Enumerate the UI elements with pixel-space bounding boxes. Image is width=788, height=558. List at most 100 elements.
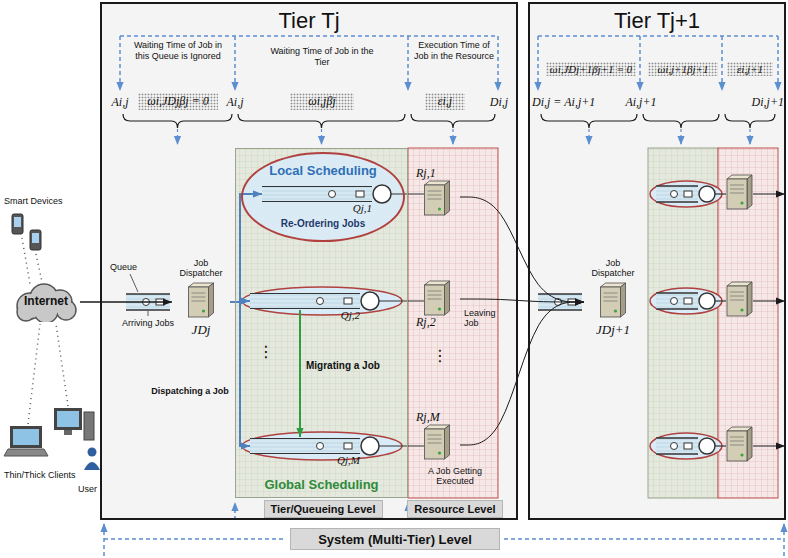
annotation: Migrating a Job [306, 360, 404, 371]
decor-shape [648, 148, 718, 498]
decor-shape [650, 433, 722, 459]
time-symbol: εi,j [425, 93, 465, 110]
decor-shape [671, 191, 678, 198]
job-dispatcher: Job DispatcherJDj [172, 258, 230, 344]
time-symbol: ωi,JDjβj = 0 [138, 93, 218, 110]
decor-shape [148, 311, 149, 316]
decor-shape [192, 301, 206, 302]
decor-shape [361, 437, 379, 455]
time-symbol: Di,j = Ai,j+1 [532, 95, 616, 110]
decor-shape [538, 35, 778, 37]
decor-shape [699, 186, 715, 202]
time-symbol: ωi,j+1βj+1 [648, 62, 718, 76]
server-icon [584, 282, 642, 318]
flow-arrow [299, 310, 301, 437]
node-text: Qj,1 [353, 202, 372, 214]
flow-arrow [460, 197, 584, 302]
flow-arrow [460, 302, 584, 445]
decor-shape [242, 153, 404, 241]
decor-shape [126, 309, 170, 311]
decor-shape [425, 185, 445, 215]
decor-shape [379, 300, 424, 301]
queue: Qj,2 [250, 293, 360, 309]
decor-shape [438, 207, 441, 210]
decor-shape [538, 293, 582, 295]
decor-shape [373, 185, 391, 203]
decor-shape [656, 308, 698, 310]
decor-shape [361, 292, 379, 310]
decor-shape [88, 448, 97, 457]
time-symbol: εi,j+1 [727, 62, 773, 76]
ellipsis: ⋮ [432, 346, 444, 365]
tier-frame: Job DispatcherJDjQj,1Local SchedulingRe-… [100, 2, 518, 520]
node-text: Rj,M [416, 410, 440, 425]
local-scheduling-oval: Qj,1Local SchedulingRe-Ordering Jobs [241, 152, 405, 242]
decor-shape [727, 431, 747, 461]
decor-shape [242, 287, 402, 315]
decor-shape [4, 449, 48, 456]
decor-shape [344, 298, 352, 304]
decor-shape [528, 2, 786, 520]
node-text: Tier Tj [102, 8, 516, 34]
annotation: Arriving Jobs [116, 318, 180, 328]
decor-shape [411, 114, 495, 128]
time-symbol: ωi,jβj [290, 93, 354, 110]
decor-shape [504, 538, 784, 540]
decor-shape [356, 191, 364, 197]
flow-arrow [460, 299, 584, 302]
decor-shape [425, 429, 445, 459]
time-symbol: Ai,j+1 [622, 95, 660, 110]
decor-shape [643, 114, 719, 128]
decor-shape [428, 443, 442, 444]
time-symbol: ωi,JDj+1βj+1 = 0 [546, 62, 636, 76]
decor-shape [202, 309, 205, 312]
decor-shape [740, 201, 743, 204]
node-text: Rj,1 [416, 166, 436, 181]
decor-shape [725, 114, 775, 128]
decor-shape [753, 194, 785, 195]
resource-server: Rj,1 [414, 166, 460, 216]
decor-shape [317, 298, 324, 305]
decor-shape [730, 441, 744, 442]
decor-shape [727, 179, 747, 209]
server-icon [414, 424, 460, 460]
node-text: Qj,M [337, 454, 360, 466]
decor-shape [104, 538, 286, 540]
device-label: User [78, 484, 108, 494]
decor-shape [604, 301, 618, 302]
level-box: System (Multi-Tier) Level [290, 528, 500, 550]
node-text: Global Scheduling [236, 477, 407, 492]
decor-shape [614, 309, 617, 312]
decor-shape [753, 301, 785, 302]
annotation: Queue [110, 262, 150, 272]
decor-shape [699, 438, 715, 454]
node-text: Rj,2 [416, 315, 436, 330]
level-box: Resource Level [407, 500, 503, 518]
decor-shape [730, 292, 744, 293]
node-text: Qj,2 [341, 309, 360, 321]
decor-shape [428, 439, 442, 440]
decor-shape [250, 438, 360, 454]
decor-shape [747, 282, 752, 316]
device-label: Thin/Thick Clients [4, 470, 94, 480]
decor-shape [54, 408, 82, 430]
decor-shape [22, 238, 30, 284]
decor-shape [541, 114, 637, 128]
decor-shape [680, 129, 681, 145]
node-text: Resource Level [414, 503, 495, 515]
decor-shape [234, 36, 236, 91]
decor-shape [425, 285, 445, 315]
decor-shape [588, 129, 589, 145]
decor-shape [656, 437, 698, 439]
server-icon [414, 280, 460, 316]
decor-shape [537, 36, 539, 91]
decor-shape [28, 324, 40, 424]
decor-shape [730, 445, 744, 446]
decor-shape [650, 288, 722, 314]
decor-shape [13, 429, 39, 445]
decor-shape [329, 191, 336, 198]
decor-shape [783, 523, 785, 556]
decor-shape [730, 437, 744, 438]
decor-shape [699, 293, 715, 309]
